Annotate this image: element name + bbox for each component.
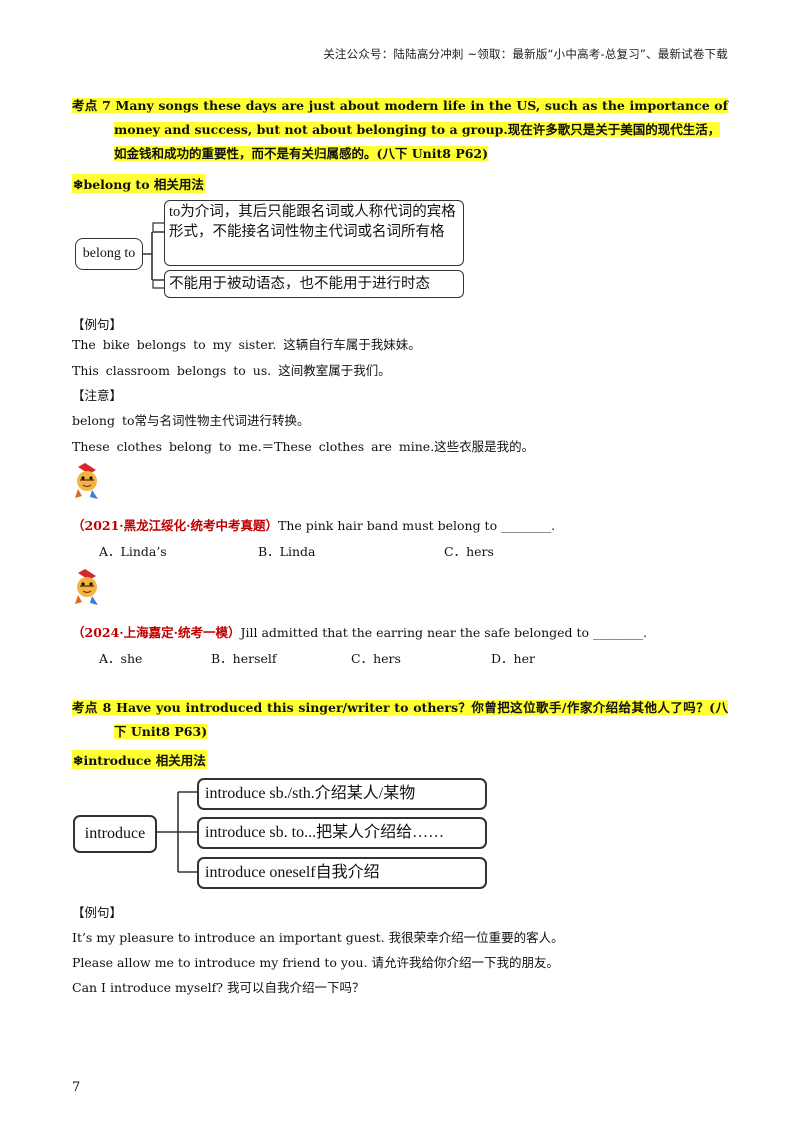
page-header: 关注公众号：陆陆高分冲刺 ~领取：最新版“小中高考-总复习”、最新试卷下载 (323, 47, 728, 61)
question-1-source: （2021·黑龙江绥化·统考中考真题） (72, 518, 278, 533)
page-number: 7 (72, 1080, 81, 1095)
question-2-stem: Jill admitted that the earring near the … (240, 625, 648, 640)
question-1-stem: The pink hair band must belong to ______… (278, 518, 556, 533)
kaodian-8-line1: 考点 8 Have you introduced this singer/wri… (72, 700, 728, 715)
example-label-7: 【例句】 (72, 317, 123, 332)
question-2-option-d: D．her (491, 651, 535, 666)
kaodian-7-line3: 如金钱和成功的重要性，而不是有关归属感的。(八下 Unit8 P62) (114, 146, 489, 161)
example-sentence-8-2: Please allow me to introduce my friend t… (72, 955, 559, 970)
question-1-option-b: B．Linda (258, 544, 316, 559)
introduce-subheading: ❄introduce 相关用法 (72, 750, 207, 769)
question-1-option-c: C．hers (444, 544, 494, 559)
note-label: 【注意】 (72, 388, 123, 403)
pencil-mascot-icon (72, 462, 102, 500)
pencil-mascot-icon (72, 568, 102, 606)
kaodian-8-line2: 下 Unit8 P63) (114, 724, 208, 739)
example-sentence-7-1: The bike belongs to my sister. 这辆自行车属于我妹… (72, 337, 421, 352)
example-sentence-7-2: This classroom belongs to us. 这间教室属于我们。 (72, 363, 391, 378)
question-2: （2024·上海嘉定·统考一模）Jill admitted that the e… (72, 622, 647, 641)
belong-to-branch-1: to为介词，其后只能跟名词或人称代词的宾格形式，不能接名词性物主代词或名词所有格 (164, 200, 464, 266)
question-1: （2021·黑龙江绥化·统考中考真题）The pink hair band mu… (72, 515, 555, 534)
example-sentence-8-3: Can I introduce myself? 我可以自我介绍一下吗？ (72, 980, 365, 995)
introduce-branch-2: introduce sb. to...把某人介绍给…… (197, 817, 487, 849)
belong-to-root-box: belong to (75, 238, 143, 270)
introduce-root-box: introduce (73, 815, 157, 853)
example-sentence-8-1: It’s my pleasure to introduce an importa… (72, 930, 564, 945)
kaodian-8: 考点 8 Have you introduced this singer/wri… (72, 696, 728, 744)
introduce-branch-3: introduce oneself自我介绍 (197, 857, 487, 889)
kaodian-7: 考点 7 Many songs these days are just abou… (72, 94, 728, 166)
belong-to-branch-2: 不能用于被动语态，也不能用于进行时态 (164, 270, 464, 298)
question-2-source: （2024·上海嘉定·统考一模） (72, 625, 241, 640)
introduce-branch-1: introduce sb./sth.介绍某人/某物 (197, 778, 487, 810)
kaodian-7-line2: money and success, but not about belongi… (114, 122, 721, 137)
note-1: belong to常与名词性物主代词进行转换。 (72, 413, 310, 428)
question-2-option-b: B．herself (211, 651, 277, 666)
kaodian-7-line1: 考点 7 Many songs these days are just abou… (72, 98, 728, 113)
belong-to-subheading: ❄belong to 相关用法 (72, 174, 205, 193)
question-1-option-a: A．Linda’s (99, 544, 167, 559)
question-2-option-c: C．hers (351, 651, 401, 666)
question-2-option-a: A．she (99, 651, 143, 666)
example-label-8: 【例句】 (72, 905, 123, 920)
note-2: These clothes belong to me.＝These clothe… (72, 439, 535, 454)
